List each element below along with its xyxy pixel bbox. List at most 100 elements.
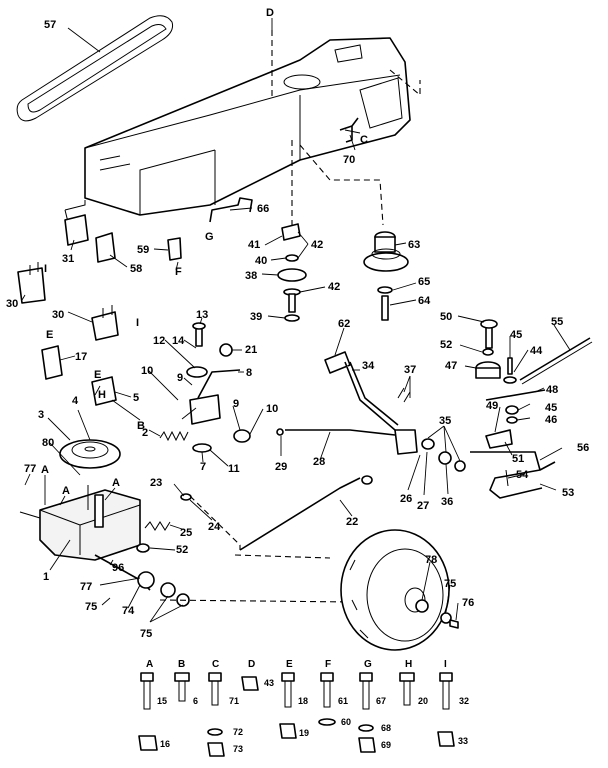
callout-E2: E <box>94 369 101 381</box>
callout-42b: 42 <box>328 281 340 293</box>
leader-lines <box>21 18 571 623</box>
hw-A-letter: A <box>146 659 153 670</box>
hw-G-washer: 68 <box>381 723 391 733</box>
callout-48: 48 <box>546 384 558 396</box>
hw-B-bolt: 6 <box>193 696 198 706</box>
callout-40: 40 <box>255 255 267 267</box>
callout-2: 2 <box>142 427 148 439</box>
callout-A2: A <box>62 485 70 497</box>
callout-31: 31 <box>62 253 74 265</box>
hw-A-nut: 16 <box>160 739 170 749</box>
callout-77b: 77 <box>80 581 92 593</box>
callout-34: 34 <box>362 360 375 372</box>
hw-D-letter: D <box>248 659 255 670</box>
hw-I-letter: I <box>444 659 447 670</box>
callout-70: 70 <box>343 154 355 166</box>
callout-I1: I <box>44 263 47 275</box>
callout-54: 54 <box>516 469 529 481</box>
drive-belt <box>16 15 173 122</box>
hw-C-washer: 72 <box>233 727 243 737</box>
callout-I2: I <box>136 317 139 329</box>
callout-23: 23 <box>150 477 162 489</box>
callout-64: 64 <box>418 295 431 307</box>
callout-10b: 10 <box>266 403 278 415</box>
hw-F-letter: F <box>325 659 331 670</box>
callout-A3: A <box>112 477 120 489</box>
callout-12: 12 <box>153 335 165 347</box>
callout-56: 56 <box>577 442 589 454</box>
callout-7: 7 <box>200 461 206 473</box>
callout-41: 41 <box>248 239 260 251</box>
hw-C-bolt: 71 <box>229 696 239 706</box>
tractor-frame <box>64 37 411 231</box>
callout-37: 37 <box>404 364 416 376</box>
hw-E-letter: E <box>286 659 293 670</box>
callout-63: 63 <box>408 239 420 251</box>
callout-F: F <box>175 266 182 278</box>
callout-4: 4 <box>72 395 79 407</box>
callout-50: 50 <box>440 311 452 323</box>
callout-55: 55 <box>551 316 563 328</box>
callout-21: 21 <box>245 344 257 356</box>
callout-77a: 77 <box>24 463 36 475</box>
callout-H: H <box>98 389 106 401</box>
callout-47: 47 <box>445 360 457 372</box>
callout-9a: 9 <box>177 372 183 384</box>
rear-wheel-tire <box>340 529 450 651</box>
callout-G: G <box>205 231 214 243</box>
callout-8: 8 <box>246 367 252 379</box>
callout-52b: 52 <box>440 339 452 351</box>
callout-30a: 30 <box>6 298 18 310</box>
callout-75b: 75 <box>140 628 152 640</box>
callout-59: 59 <box>137 244 149 256</box>
hw-F-bolt: 61 <box>338 696 348 706</box>
callout-3: 3 <box>38 409 44 421</box>
hw-D-nut: 43 <box>264 678 274 688</box>
callout-66: 66 <box>257 203 269 215</box>
callout-E1: E <box>46 329 53 341</box>
callout-45b: 45 <box>545 402 557 414</box>
callout-24: 24 <box>208 521 221 533</box>
callout-51: 51 <box>512 453 524 465</box>
hw-C-letter: C <box>212 659 219 670</box>
callout-57: 57 <box>44 19 56 31</box>
hw-A-bolt: 15 <box>157 696 167 706</box>
hw-C-nut: 73 <box>233 744 243 754</box>
callout-42a: 42 <box>311 239 323 251</box>
callout-38: 38 <box>245 270 257 282</box>
hw-I-nut: 33 <box>458 736 468 746</box>
callout-28: 28 <box>313 456 325 468</box>
transmission-pulley <box>59 439 121 469</box>
callout-53: 53 <box>562 487 574 499</box>
callout-5: 5 <box>133 392 139 404</box>
callout-D: D <box>266 7 274 19</box>
transmission <box>19 485 151 591</box>
hw-G-nut: 69 <box>381 740 391 750</box>
callout-45a: 45 <box>510 329 522 341</box>
callout-49: 49 <box>486 400 498 412</box>
callout-13: 13 <box>196 309 208 321</box>
callout-11: 11 <box>228 463 240 475</box>
hw-I-bolt: 32 <box>459 696 469 706</box>
callout-10a: 10 <box>141 365 153 377</box>
hw-B-letter: B <box>178 659 185 670</box>
callout-29: 29 <box>275 461 287 473</box>
callout-35: 35 <box>439 415 451 427</box>
callout-75c: 75 <box>444 578 456 590</box>
callout-25: 25 <box>180 527 192 539</box>
callout-1: 1 <box>43 571 49 583</box>
callout-36: 36 <box>441 496 453 508</box>
callout-46: 46 <box>545 414 557 426</box>
callout-52a: 52 <box>176 544 188 556</box>
callout-27: 27 <box>417 500 429 512</box>
callout-22: 22 <box>346 516 358 528</box>
callout-74: 74 <box>122 605 135 617</box>
callout-14: 14 <box>172 335 185 347</box>
callout-78: 78 <box>425 554 437 566</box>
callout-62: 62 <box>338 318 350 330</box>
callout-30b: 30 <box>52 309 64 321</box>
callout-26: 26 <box>400 493 412 505</box>
callout-75a: 75 <box>85 601 97 613</box>
callout-labels: 57 D 70 C 66 G 41 42 40 38 42 39 63 65 6… <box>6 7 589 640</box>
